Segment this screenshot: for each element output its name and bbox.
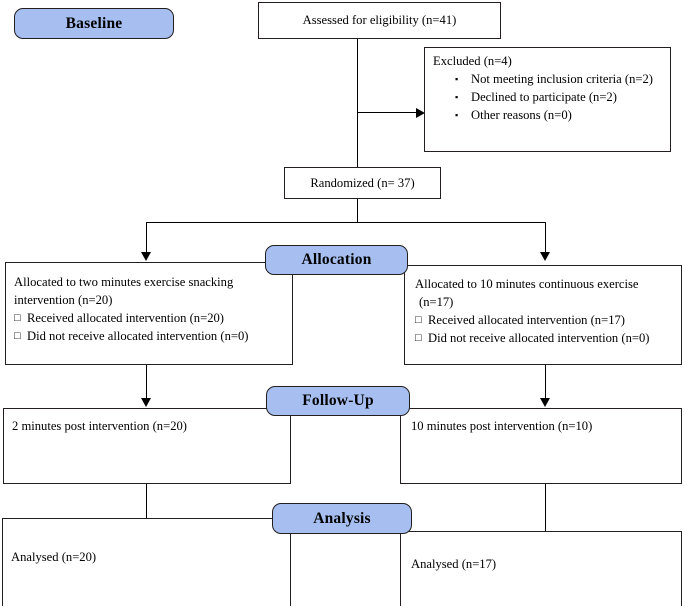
box-allocation-right: Allocated to 10 minutes continuous exerc… — [404, 265, 682, 365]
square-bullet-icon: ▪ — [455, 109, 459, 120]
excluded-reason-item: ▪ Other reasons (n=0) — [433, 107, 662, 125]
allocation-left-item-text: Received allocated intervention (n=20) — [27, 310, 224, 325]
stage-pill-followup-label: Follow-Up — [302, 392, 374, 409]
box-allocation-left: Allocated to two minutes exercise snacki… — [5, 262, 293, 365]
allocation-left-item-text: Did not receive allocated intervention (… — [27, 328, 249, 343]
allocation-right-item-text: Received allocated intervention (n=17) — [428, 312, 625, 327]
allocation-right-lead-line2: (n=17) — [419, 294, 454, 309]
allocation-right-item: □ Did not receive allocated intervention… — [415, 330, 673, 348]
connector-randomized-stem — [357, 199, 358, 223]
arrowhead-left-allocation — [141, 252, 151, 261]
allocation-right-item-text: Did not receive allocated intervention (… — [428, 330, 650, 345]
connector-assessed-to-randomized — [357, 39, 358, 167]
followup-left-text: 2 minutes post intervention (n=20) — [12, 419, 187, 433]
square-bullet-icon: ▪ — [455, 91, 459, 102]
connector-to-left-allocation — [146, 222, 147, 254]
arrowhead-right-followup — [540, 398, 550, 407]
connector-left-followup-to-analysis — [146, 484, 147, 525]
box-analysis-right: Analysed (n=17) — [400, 531, 682, 606]
followup-right-text: 10 minutes post intervention (n=10) — [411, 419, 593, 433]
connector-trunk-to-excluded — [357, 112, 418, 113]
connector-left-allocation-to-followup — [146, 365, 147, 399]
stage-pill-followup: Follow-Up — [266, 386, 410, 416]
box-assessed-for-eligibility: Assessed for eligibility (n=41) — [258, 2, 501, 39]
analysis-left-text: Analysed (n=20) — [11, 550, 97, 564]
excluded-reason-list: ▪ Not meeting inclusion criteria (n=2) ▪… — [433, 71, 662, 125]
allocation-right-lead-line1: Allocated to 10 minutes continuous exerc… — [415, 277, 639, 291]
stage-pill-baseline: Baseline — [14, 8, 174, 39]
box-analysis-left: Analysed (n=20) — [2, 518, 291, 606]
allocation-left-item: □ Did not receive allocated intervention… — [14, 328, 284, 346]
connector-right-followup-to-analysis — [545, 484, 546, 532]
excluded-reason-text: Not meeting inclusion criteria (n=2) — [471, 71, 653, 86]
excluded-reason-text: Other reasons (n=0) — [471, 107, 572, 122]
allocation-left-list: □ Received allocated intervention (n=20)… — [14, 310, 284, 346]
connector-allocation-split — [146, 222, 546, 223]
stage-pill-analysis: Analysis — [272, 503, 412, 534]
stage-pill-baseline-label: Baseline — [65, 14, 123, 32]
stage-pill-allocation-label: Allocation — [301, 251, 372, 268]
stage-pill-analysis-label: Analysis — [313, 509, 371, 527]
hollow-square-bullet-icon: □ — [415, 313, 422, 326]
allocation-right-item: □ Received allocated intervention (n=17) — [415, 312, 673, 330]
square-bullet-icon: ▪ — [455, 73, 459, 84]
box-followup-left: 2 minutes post intervention (n=20) — [3, 408, 291, 484]
stage-pill-allocation: Allocation — [265, 245, 408, 275]
hollow-square-bullet-icon: □ — [14, 311, 21, 324]
box-randomized: Randomized (n= 37) — [284, 167, 441, 199]
analysis-right-text: Analysed (n=17) — [411, 557, 497, 571]
allocation-left-lead: Allocated to two minutes exercise snacki… — [14, 275, 234, 307]
box-assessed-text: Assessed for eligibility (n=41) — [302, 13, 457, 28]
box-excluded: Excluded (n=4) ▪ Not meeting inclusion c… — [424, 47, 671, 152]
box-followup-right: 10 minutes post intervention (n=10) — [400, 408, 682, 484]
hollow-square-bullet-icon: □ — [14, 329, 21, 342]
excluded-reason-item: ▪ Declined to participate (n=2) — [433, 89, 662, 107]
excluded-heading: Excluded (n=4) — [433, 54, 512, 68]
arrowhead-to-excluded — [416, 107, 425, 118]
hollow-square-bullet-icon: □ — [415, 331, 422, 344]
connector-right-allocation-to-followup — [545, 365, 546, 399]
excluded-reason-text: Declined to participate (n=2) — [471, 89, 617, 104]
allocation-left-item: □ Received allocated intervention (n=20) — [14, 310, 284, 328]
allocation-right-list: □ Received allocated intervention (n=17)… — [415, 312, 673, 348]
arrowhead-right-allocation — [540, 252, 550, 261]
excluded-reason-item: ▪ Not meeting inclusion criteria (n=2) — [433, 71, 662, 89]
arrowhead-left-followup — [141, 398, 151, 407]
connector-to-right-allocation — [545, 222, 546, 254]
box-randomized-text: Randomized (n= 37) — [310, 175, 415, 190]
